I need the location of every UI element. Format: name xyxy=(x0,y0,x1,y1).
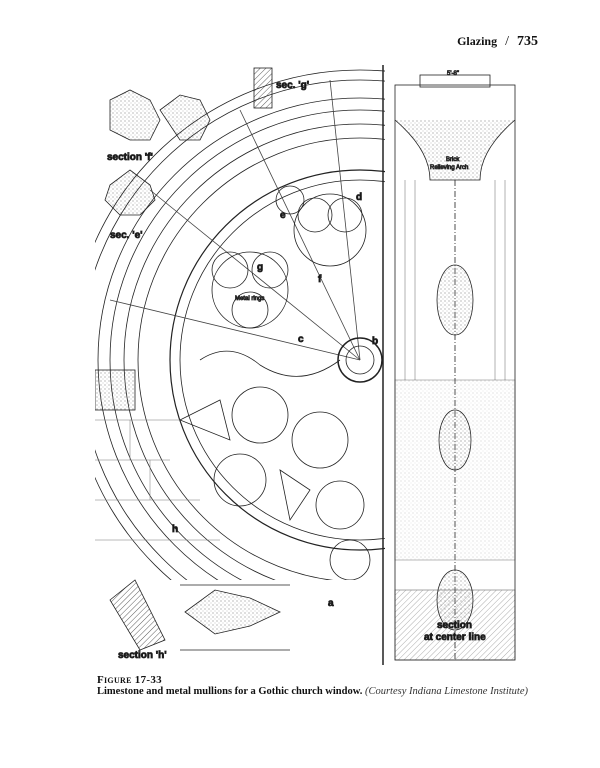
label-dim-top: 5'-8" xyxy=(447,71,459,77)
label-b: b xyxy=(372,336,378,347)
label-c: c xyxy=(298,334,304,345)
figure-caption: Figure 17-33 Limestone and metal mullion… xyxy=(97,674,528,697)
separator: / xyxy=(505,34,509,49)
label-brick: Brick xyxy=(446,157,460,163)
label-metal-rings: Metal rings xyxy=(235,296,264,302)
section-h-detail xyxy=(109,579,166,651)
mullion-section-center-line xyxy=(394,74,516,661)
page-number: 735 xyxy=(517,34,538,49)
label-h: h xyxy=(172,524,178,535)
section-e-detail xyxy=(104,169,156,216)
section-title: Glazing xyxy=(457,34,498,48)
label-a: a xyxy=(328,598,334,609)
label-section: section xyxy=(437,620,472,631)
section-f-detail xyxy=(109,89,211,141)
label-d: d xyxy=(356,192,362,203)
label-center-line: at center line xyxy=(424,632,486,643)
label-section-f: section 'f' xyxy=(107,152,153,163)
label-f: f xyxy=(318,274,322,285)
label-section-h: section 'h' xyxy=(118,650,167,661)
label-relieving-arch: Relieving Arch xyxy=(430,165,468,171)
label-e: e xyxy=(280,210,286,221)
figure-number: Figure 17-33 xyxy=(97,674,162,686)
rose-window-arch xyxy=(95,69,385,580)
bottom-mullion-section xyxy=(180,584,290,651)
running-header: Glazing / 735 xyxy=(457,34,538,50)
label-g: g xyxy=(257,262,263,273)
caption-text: Limestone and metal mullions for a Gothi… xyxy=(97,686,363,697)
label-sec-g: sec. 'g' xyxy=(276,80,309,91)
label-sec-e: sec. 'e' xyxy=(110,230,143,241)
section-g-detail xyxy=(253,67,273,109)
caption-credit: (Courtesy Indiana Limestone Institute) xyxy=(364,686,528,697)
